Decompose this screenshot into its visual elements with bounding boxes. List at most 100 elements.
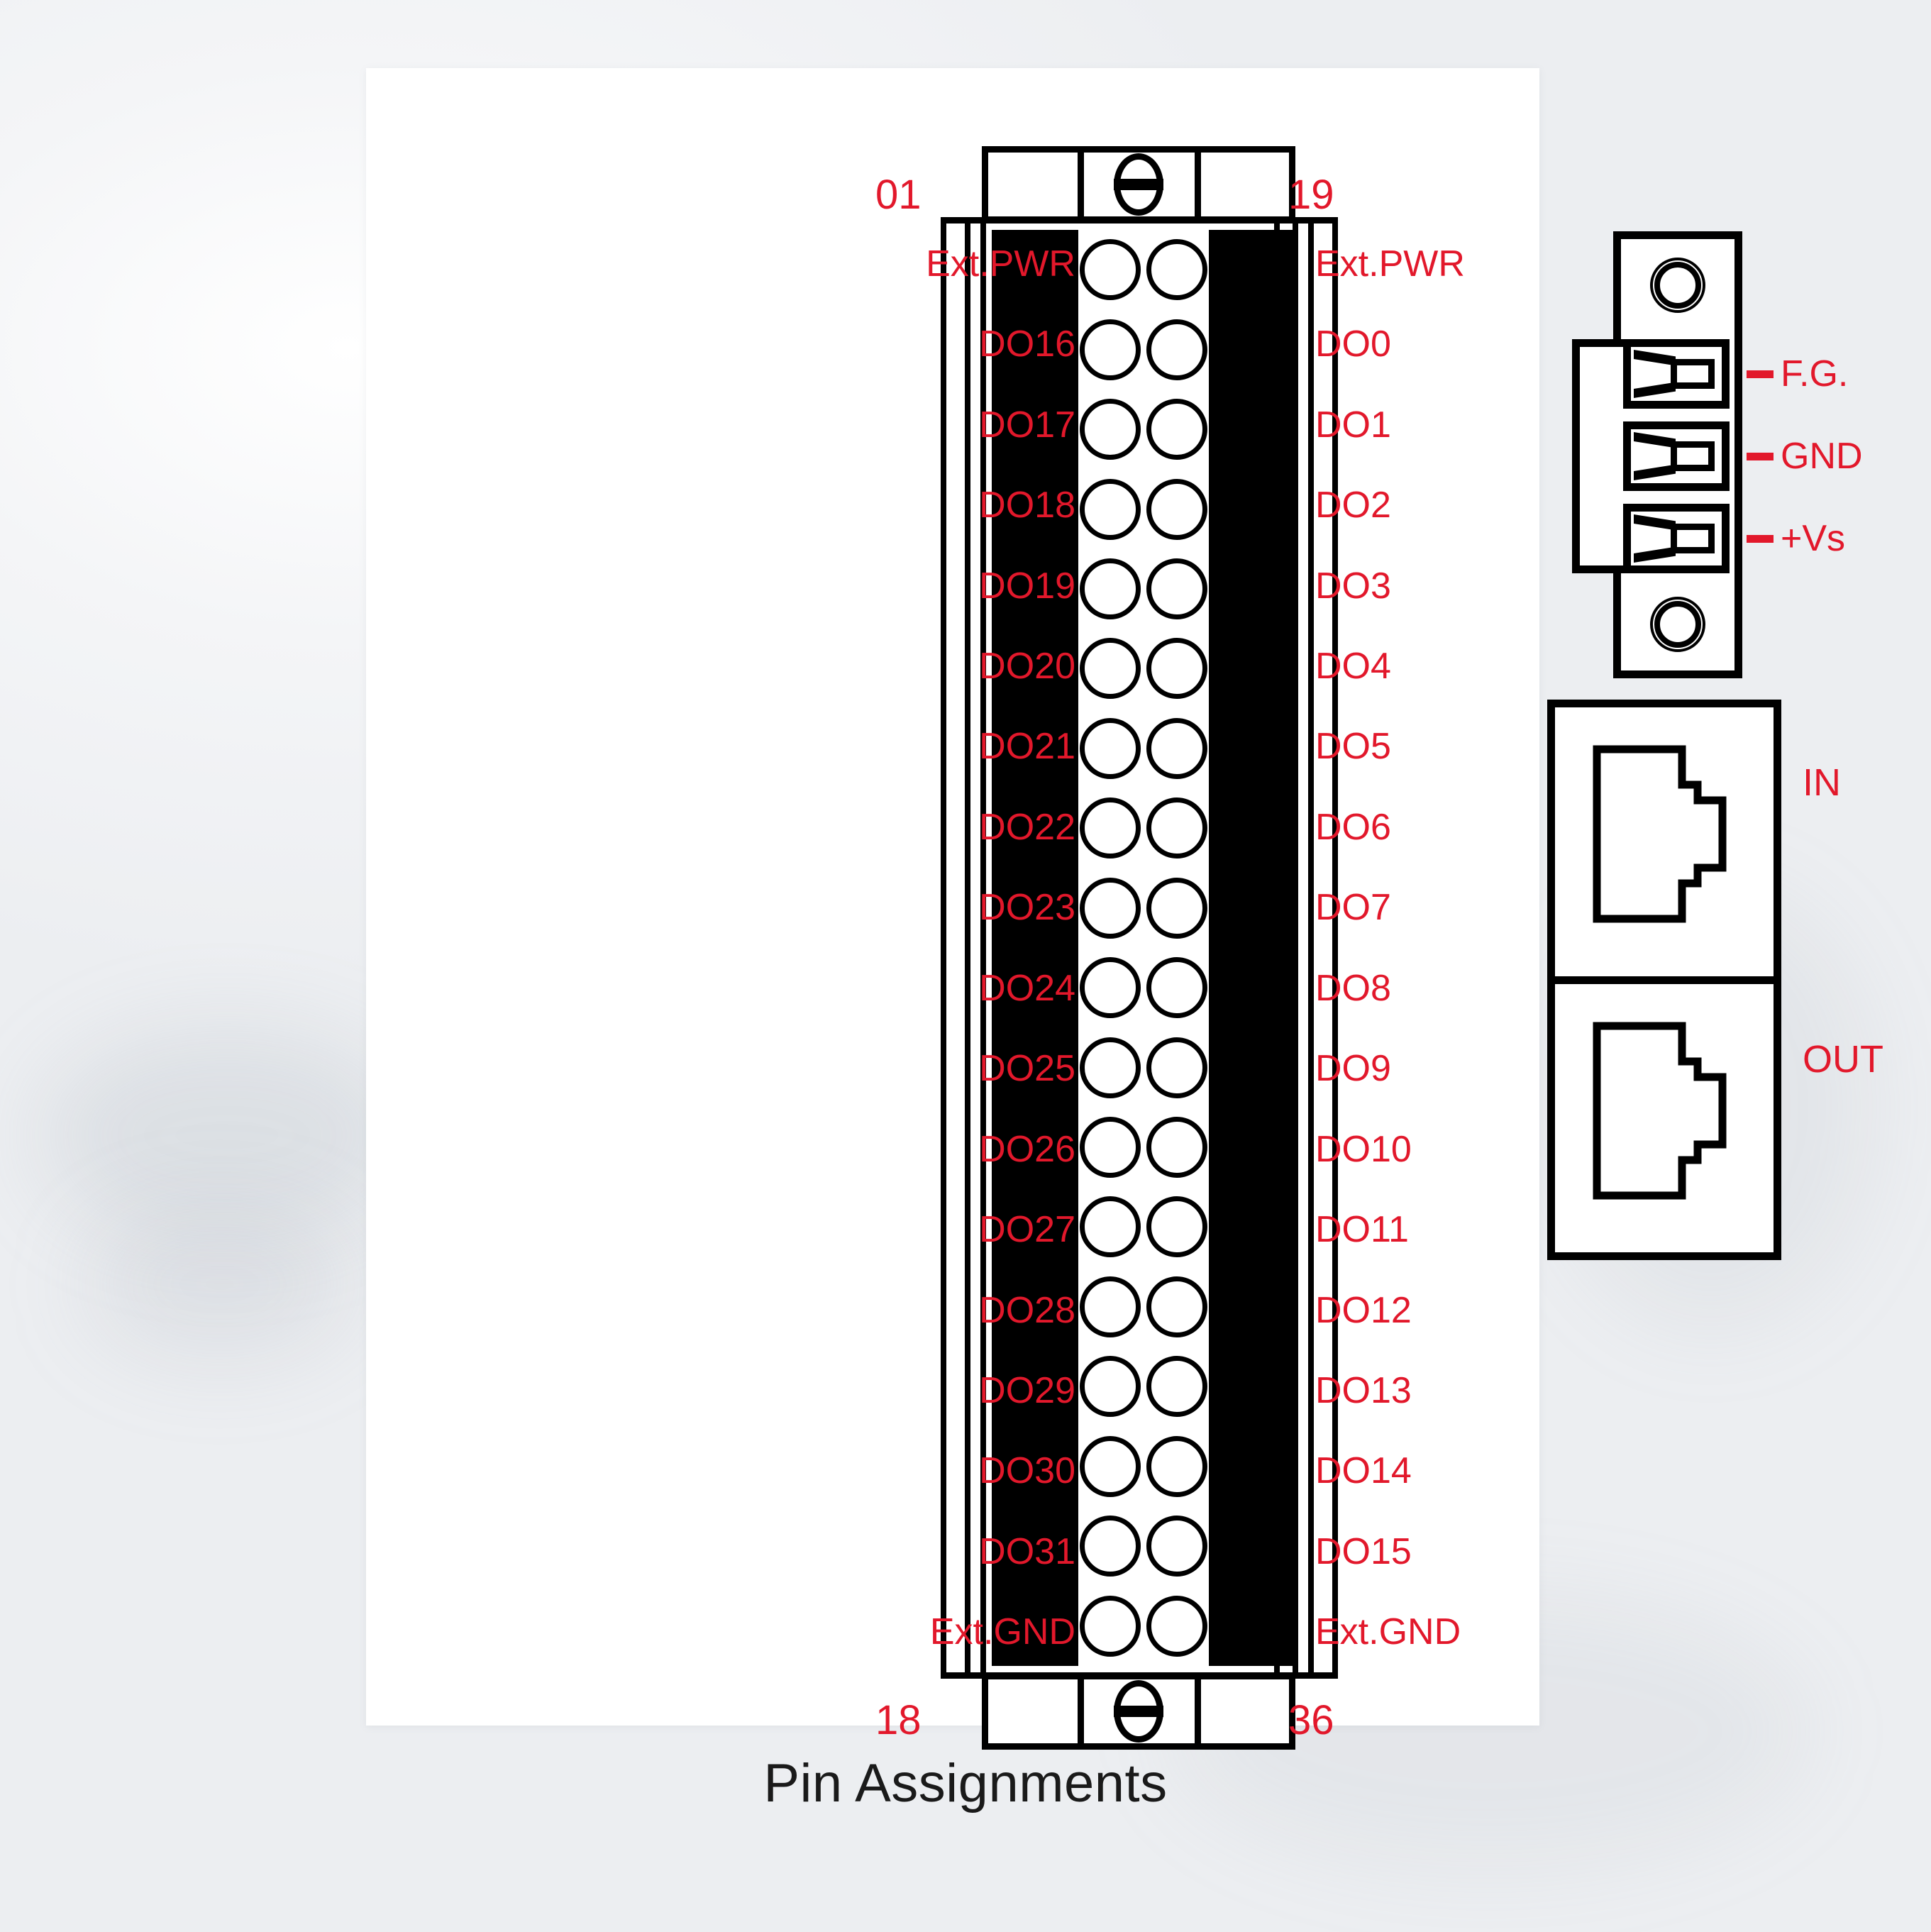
terminal-hole bbox=[1080, 399, 1141, 460]
terminal-hole bbox=[1080, 1117, 1141, 1178]
pin-label-left: DO27 bbox=[979, 1209, 1075, 1251]
terminal-row bbox=[992, 1426, 1295, 1506]
terminal-comb-left bbox=[992, 1426, 1078, 1506]
pin-label-left: DO22 bbox=[979, 806, 1075, 848]
terminal-hole-pair bbox=[1080, 948, 1207, 1027]
terminal-comb-left bbox=[992, 389, 1078, 470]
pin-label-right: DO14 bbox=[1315, 1450, 1412, 1492]
rail-right-inner bbox=[1293, 223, 1298, 1672]
pin-label-right: DO6 bbox=[1315, 806, 1391, 848]
pin-label-left: DO23 bbox=[979, 887, 1075, 929]
rail-left-inner bbox=[980, 223, 986, 1672]
pin-number-bottom-right: 36 bbox=[1288, 1697, 1334, 1743]
terminal-hole bbox=[1146, 638, 1207, 700]
socket-bevel-bottom bbox=[1634, 546, 1676, 563]
pin-label-right: DO1 bbox=[1315, 404, 1391, 446]
terminal-hole-pair bbox=[1080, 390, 1207, 469]
pin-label-right: DO8 bbox=[1315, 967, 1391, 1009]
terminal-comb-left bbox=[992, 1027, 1078, 1108]
terminal-connector bbox=[941, 146, 1338, 1750]
terminal-hole bbox=[1146, 1276, 1207, 1337]
terminal-hole-pair bbox=[1080, 1108, 1207, 1187]
terminal-hole-pair bbox=[1080, 1506, 1207, 1586]
terminal-row bbox=[992, 1347, 1295, 1427]
terminal-hole bbox=[1146, 1037, 1207, 1098]
mounting-screw-icon bbox=[1650, 258, 1705, 313]
terminal-comb-right bbox=[1209, 389, 1295, 470]
terminal-row bbox=[992, 389, 1295, 470]
pin-label-right: DO5 bbox=[1315, 726, 1391, 768]
power-terminal-label: +Vs bbox=[1781, 518, 1846, 559]
terminal-row bbox=[992, 629, 1295, 709]
port-label-in: IN bbox=[1803, 761, 1841, 804]
pin-label-right: DO0 bbox=[1315, 324, 1391, 365]
mounting-screw-icon bbox=[1650, 597, 1705, 652]
terminal-hole bbox=[1080, 877, 1141, 939]
pin-label-left: DO16 bbox=[979, 324, 1075, 365]
rj45-port-in bbox=[1591, 744, 1730, 924]
pin-label-right: DO4 bbox=[1315, 645, 1391, 687]
figure-caption: Pin Assignments bbox=[763, 1753, 1168, 1814]
terminal-comb-right bbox=[1209, 947, 1295, 1028]
pin-label-left: DO31 bbox=[979, 1530, 1075, 1572]
terminal-hole bbox=[1080, 1037, 1141, 1098]
terminal-hole-pair bbox=[1080, 1027, 1207, 1107]
terminal-comb-left bbox=[992, 469, 1078, 549]
terminal-hole-pair bbox=[1080, 1187, 1207, 1266]
bottom-housing-divider-left bbox=[1078, 1679, 1084, 1743]
terminal-comb-right bbox=[1209, 1107, 1295, 1188]
terminal-hole bbox=[1080, 1196, 1141, 1258]
power-socket-group bbox=[1623, 339, 1730, 573]
terminal-hole bbox=[1080, 1516, 1141, 1577]
bottom-screw-housing bbox=[982, 1673, 1295, 1750]
top-screw-housing bbox=[982, 146, 1295, 223]
terminal-comb-right bbox=[1209, 230, 1295, 310]
pin-label-right: DO11 bbox=[1315, 1209, 1409, 1251]
slotted-screw-icon bbox=[1114, 153, 1163, 216]
terminal-hole bbox=[1080, 558, 1141, 619]
terminal-comb-right bbox=[1209, 1347, 1295, 1427]
terminal-comb-right bbox=[1209, 548, 1295, 629]
terminal-comb-right bbox=[1209, 469, 1295, 549]
terminal-row bbox=[992, 1107, 1295, 1188]
terminal-hole bbox=[1080, 478, 1141, 540]
terminal-comb-right bbox=[1209, 1187, 1295, 1267]
socket-bevel-top bbox=[1634, 350, 1676, 366]
pin-label-left: DO30 bbox=[979, 1450, 1075, 1492]
terminal-hole bbox=[1146, 1196, 1207, 1258]
terminal-comb-right bbox=[1209, 309, 1295, 390]
terminal-hole-pair bbox=[1080, 1427, 1207, 1506]
terminal-comb-left bbox=[992, 947, 1078, 1028]
power-socket bbox=[1623, 504, 1730, 573]
terminal-comb-left bbox=[992, 1506, 1078, 1586]
rj45-port-out bbox=[1591, 1020, 1730, 1201]
terminal-hole-pair bbox=[1080, 309, 1207, 389]
terminal-hole bbox=[1080, 638, 1141, 700]
background-blur-b bbox=[85, 1206, 355, 1362]
pin-label-left: Ext.GND bbox=[929, 1611, 1075, 1653]
terminal-hole bbox=[1146, 478, 1207, 540]
terminal-row bbox=[992, 469, 1295, 549]
terminal-comb-left bbox=[992, 548, 1078, 629]
pin-label-left: DO17 bbox=[979, 404, 1075, 446]
terminal-hole-pair bbox=[1080, 788, 1207, 868]
terminal-hole-pair bbox=[1080, 1586, 1207, 1665]
power-socket bbox=[1623, 339, 1730, 409]
terminal-comb-left bbox=[992, 309, 1078, 390]
pin-label-right: Ext.GND bbox=[1315, 1611, 1461, 1653]
bottom-housing-divider-right bbox=[1195, 1679, 1201, 1743]
pin-label-right: DO7 bbox=[1315, 887, 1391, 929]
terminal-row bbox=[992, 947, 1295, 1028]
socket-bevel-top bbox=[1634, 432, 1676, 448]
terminal-hole bbox=[1146, 1516, 1207, 1577]
terminal-comb-right bbox=[1209, 1506, 1295, 1586]
power-socket bbox=[1623, 421, 1730, 491]
terminal-row bbox=[992, 868, 1295, 948]
pin-number-top-left: 01 bbox=[875, 172, 922, 218]
pin-label-left: DO19 bbox=[979, 565, 1075, 607]
power-terminal-label: F.G. bbox=[1781, 353, 1849, 394]
terminal-comb-left bbox=[992, 1586, 1078, 1666]
terminal-hole bbox=[1080, 717, 1141, 779]
